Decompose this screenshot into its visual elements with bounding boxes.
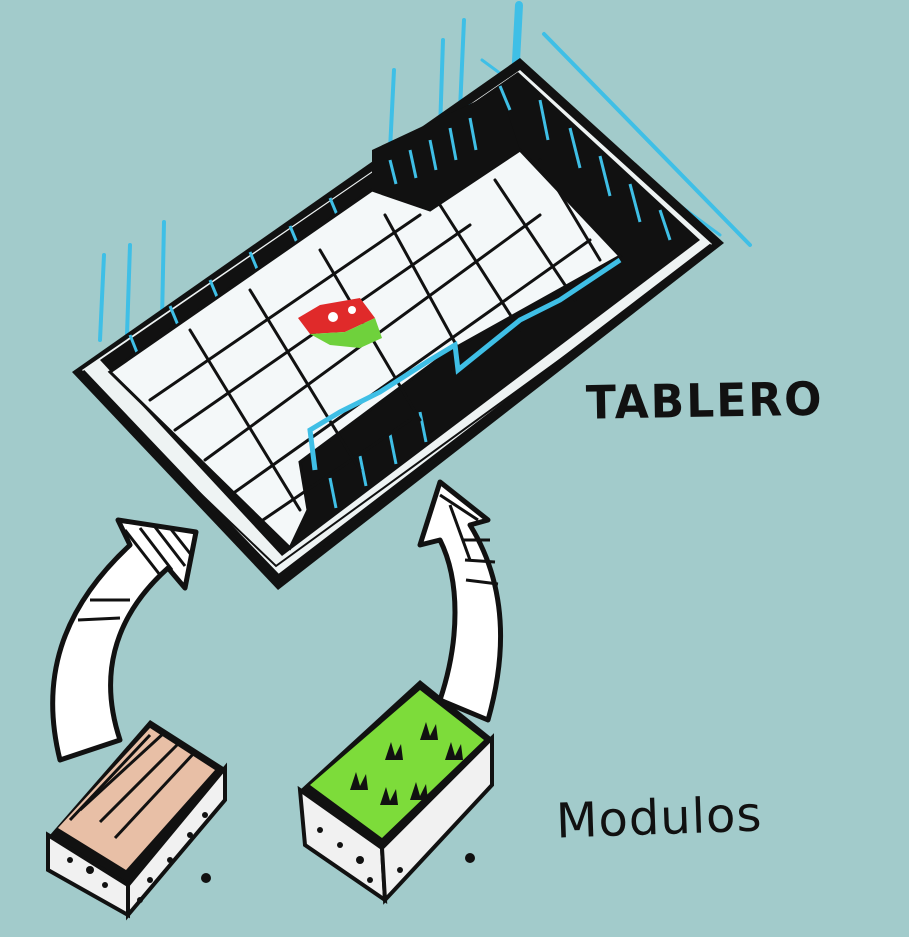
modules-label: Modulos xyxy=(555,786,763,849)
curved-arrow-icon xyxy=(53,520,196,760)
curved-arrow-icon xyxy=(420,482,501,720)
board-icon xyxy=(72,5,750,590)
grass-module-icon xyxy=(300,680,492,900)
board-label: TABLERO xyxy=(586,373,824,431)
